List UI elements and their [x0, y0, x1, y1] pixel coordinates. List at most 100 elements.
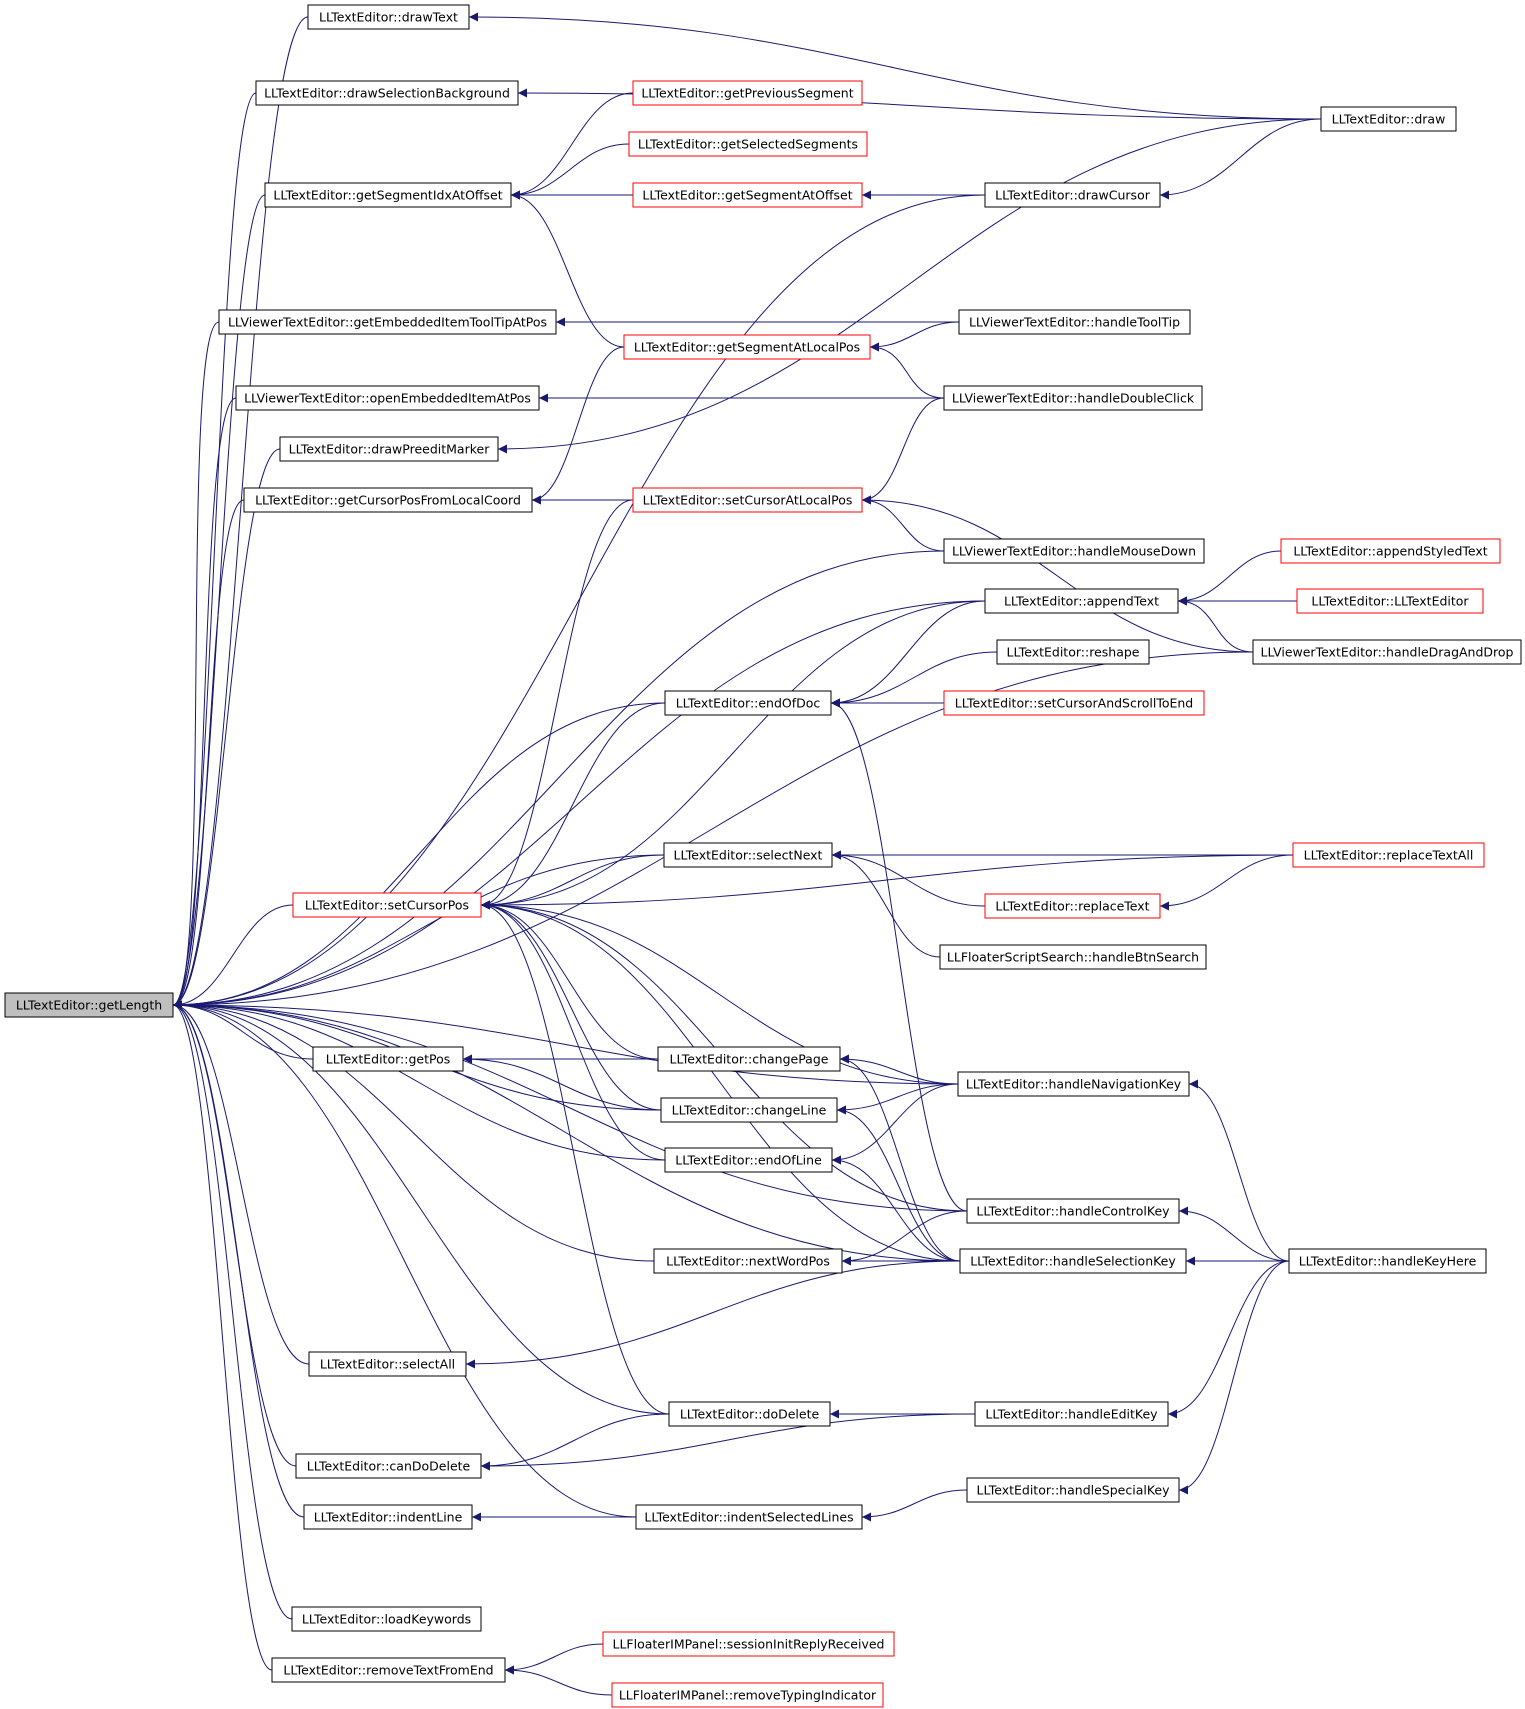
- node-box-drawText[interactable]: [307, 4, 470, 30]
- node-getLength[interactable]: LLTextEditor::getLength: [4, 992, 174, 1018]
- node-box-replaceTextAll[interactable]: [1292, 842, 1485, 868]
- node-box-getSegAtOff[interactable]: [632, 182, 863, 208]
- node-box-nextWordPos[interactable]: [653, 1248, 843, 1274]
- node-box-handleBtnSearch[interactable]: [939, 944, 1207, 970]
- node-box-drawSelBg[interactable]: [255, 80, 519, 106]
- node-indentSel[interactable]: LLTextEditor::indentSelectedLines: [635, 1504, 863, 1530]
- node-box-changeLine[interactable]: [660, 1097, 838, 1123]
- node-removeTextFromEnd[interactable]: LLTextEditor::removeTextFromEnd: [271, 1657, 506, 1683]
- node-handleCtrlKey[interactable]: LLTextEditor::handleControlKey: [966, 1198, 1180, 1224]
- node-handleMouseDown[interactable]: LLViewerTextEditor::handleMouseDown: [943, 538, 1205, 564]
- node-drawPreedit[interactable]: LLTextEditor::drawPreeditMarker: [279, 436, 499, 462]
- node-box-getSegAtLocal[interactable]: [623, 334, 871, 360]
- node-handleSpecialKey[interactable]: LLTextEditor::handleSpecialKey: [966, 1477, 1180, 1503]
- node-handleNavKey[interactable]: LLTextEditor::handleNavigationKey: [957, 1071, 1190, 1097]
- node-box-reshape[interactable]: [996, 639, 1150, 665]
- node-box-setCursorAtLocal[interactable]: [632, 487, 863, 513]
- node-selectAll[interactable]: LLTextEditor::selectAll: [308, 1351, 467, 1377]
- node-selectNext[interactable]: LLTextEditor::selectNext: [663, 842, 833, 868]
- node-box-handleSpecialKey[interactable]: [966, 1477, 1180, 1503]
- node-box-indentLine[interactable]: [303, 1504, 473, 1530]
- node-replaceTextAll[interactable]: LLTextEditor::replaceTextAll: [1292, 842, 1485, 868]
- node-getSelSegs[interactable]: LLTextEditor::getSelectedSegments: [628, 131, 868, 157]
- node-box-drawPreedit[interactable]: [279, 436, 499, 462]
- node-box-handleKeyHere[interactable]: [1288, 1248, 1487, 1274]
- node-loadKeywords[interactable]: LLTextEditor::loadKeywords: [291, 1606, 482, 1632]
- node-box-draw[interactable]: [1320, 106, 1457, 132]
- node-sessionInit[interactable]: LLFloaterIMPanel::sessionInitReplyReceiv…: [602, 1631, 895, 1657]
- node-canDoDelete[interactable]: LLTextEditor::canDoDelete: [295, 1453, 482, 1479]
- node-drawCursor[interactable]: LLTextEditor::drawCursor: [984, 182, 1161, 208]
- node-getEmbTip[interactable]: LLViewerTextEditor::getEmbeddedItemToolT…: [218, 309, 557, 335]
- node-box-doDelete[interactable]: [668, 1401, 831, 1427]
- node-drawSelBg[interactable]: LLTextEditor::drawSelectionBackground: [255, 80, 519, 106]
- node-replaceText[interactable]: LLTextEditor::replaceText: [984, 893, 1161, 919]
- node-box-handleMouseDown[interactable]: [943, 538, 1205, 564]
- node-box-setCursorScroll[interactable]: [943, 690, 1205, 716]
- node-box-handleCtrlKey[interactable]: [966, 1198, 1180, 1224]
- node-box-selectAll[interactable]: [308, 1351, 467, 1377]
- node-box-setCursorPos[interactable]: [292, 892, 482, 918]
- node-box-getLength[interactable]: [4, 992, 174, 1018]
- node-box-canDoDelete[interactable]: [295, 1453, 482, 1479]
- node-box-getSelSegs[interactable]: [628, 131, 868, 157]
- node-box-changePage[interactable]: [657, 1046, 841, 1072]
- node-box-getPrevSeg[interactable]: [632, 80, 863, 106]
- node-box-getCursorPosFLC[interactable]: [243, 487, 533, 513]
- node-box-getEmbTip[interactable]: [218, 309, 557, 335]
- node-setCursorPos[interactable]: LLTextEditor::setCursorPos: [292, 892, 482, 918]
- node-box-endOfDoc[interactable]: [664, 690, 832, 716]
- node-indentLine[interactable]: LLTextEditor::indentLine: [303, 1504, 473, 1530]
- node-endOfDoc[interactable]: LLTextEditor::endOfDoc: [664, 690, 832, 716]
- node-box-handleSelKey[interactable]: [959, 1248, 1187, 1274]
- node-handleKeyHere[interactable]: LLTextEditor::handleKeyHere: [1288, 1248, 1487, 1274]
- node-getPos[interactable]: LLTextEditor::getPos: [312, 1046, 464, 1072]
- node-box-removeTextFromEnd[interactable]: [271, 1657, 506, 1683]
- node-draw[interactable]: LLTextEditor::draw: [1320, 106, 1457, 132]
- node-box-getSegIdx[interactable]: [264, 182, 512, 208]
- node-box-loadKeywords[interactable]: [291, 1606, 482, 1632]
- node-getCursorPosFLC[interactable]: LLTextEditor::getCursorPosFromLocalCoord: [243, 487, 533, 513]
- node-box-appendStyled[interactable]: [1280, 538, 1501, 564]
- node-changeLine[interactable]: LLTextEditor::changeLine: [660, 1097, 838, 1123]
- node-box-indentSel[interactable]: [635, 1504, 863, 1530]
- node-box-removeTyping[interactable]: [611, 1682, 884, 1708]
- node-doDelete[interactable]: LLTextEditor::doDelete: [668, 1401, 831, 1427]
- node-box-handleDblClick[interactable]: [943, 385, 1203, 411]
- node-getSegAtLocal[interactable]: LLTextEditor::getSegmentAtLocalPos: [623, 334, 871, 360]
- node-box-appendText[interactable]: [984, 588, 1179, 614]
- node-appendText[interactable]: LLTextEditor::appendText: [984, 588, 1179, 614]
- node-reshape[interactable]: LLTextEditor::reshape: [996, 639, 1150, 665]
- node-getPrevSeg[interactable]: LLTextEditor::getPreviousSegment: [632, 80, 863, 106]
- node-handleSelKey[interactable]: LLTextEditor::handleSelectionKey: [959, 1248, 1187, 1274]
- node-handleBtnSearch[interactable]: LLFloaterScriptSearch::handleBtnSearch: [939, 944, 1207, 970]
- node-handleEditKey[interactable]: LLTextEditor::handleEditKey: [974, 1401, 1169, 1427]
- node-handleDblClick[interactable]: LLViewerTextEditor::handleDoubleClick: [943, 385, 1203, 411]
- node-box-handleEditKey[interactable]: [974, 1401, 1169, 1427]
- node-setCursorScroll[interactable]: LLTextEditor::setCursorAndScrollToEnd: [943, 690, 1205, 716]
- node-ctor[interactable]: LLTextEditor::LLTextEditor: [1296, 588, 1484, 614]
- node-box-ctor[interactable]: [1296, 588, 1484, 614]
- node-changePage[interactable]: LLTextEditor::changePage: [657, 1046, 841, 1072]
- node-setCursorAtLocal[interactable]: LLTextEditor::setCursorAtLocalPos: [632, 487, 863, 513]
- node-box-drawCursor[interactable]: [984, 182, 1161, 208]
- node-box-getPos[interactable]: [312, 1046, 464, 1072]
- node-nextWordPos[interactable]: LLTextEditor::nextWordPos: [653, 1248, 843, 1274]
- node-openEmb[interactable]: LLViewerTextEditor::openEmbeddedItemAtPo…: [235, 385, 540, 411]
- node-handleToolTip[interactable]: LLViewerTextEditor::handleToolTip: [958, 309, 1191, 335]
- node-box-handleToolTip[interactable]: [958, 309, 1191, 335]
- node-removeTyping[interactable]: LLFloaterIMPanel::removeTypingIndicator: [611, 1682, 884, 1708]
- node-endOfLine[interactable]: LLTextEditor::endOfLine: [664, 1147, 833, 1173]
- node-box-handleDnD[interactable]: [1252, 639, 1522, 665]
- node-box-endOfLine[interactable]: [664, 1147, 833, 1173]
- node-handleDnD[interactable]: LLViewerTextEditor::handleDragAndDrop: [1252, 639, 1522, 665]
- node-box-replaceText[interactable]: [984, 893, 1161, 919]
- node-getSegAtOff[interactable]: LLTextEditor::getSegmentAtOffset: [632, 182, 863, 208]
- node-getSegIdx[interactable]: LLTextEditor::getSegmentIdxAtOffset: [264, 182, 512, 208]
- node-box-selectNext[interactable]: [663, 842, 833, 868]
- node-drawText[interactable]: LLTextEditor::drawText: [307, 4, 470, 30]
- node-box-openEmb[interactable]: [235, 385, 540, 411]
- node-box-handleNavKey[interactable]: [957, 1071, 1190, 1097]
- node-appendStyled[interactable]: LLTextEditor::appendStyledText: [1280, 538, 1501, 564]
- node-box-sessionInit[interactable]: [602, 1631, 895, 1657]
